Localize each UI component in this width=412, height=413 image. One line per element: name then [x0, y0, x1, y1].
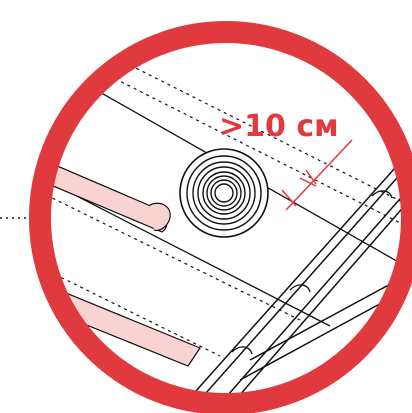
- magnifier-ring: [29, 21, 412, 413]
- adhesive-tape-upper-fold: [149, 202, 171, 231]
- rafter-beams: [169, 139, 412, 404]
- tape-roll: [179, 148, 269, 238]
- beam-joints: [231, 190, 393, 355]
- dimension-marker: [281, 139, 353, 211]
- magnified-content: [40, 32, 412, 404]
- overlap-label: >10 см: [219, 109, 339, 144]
